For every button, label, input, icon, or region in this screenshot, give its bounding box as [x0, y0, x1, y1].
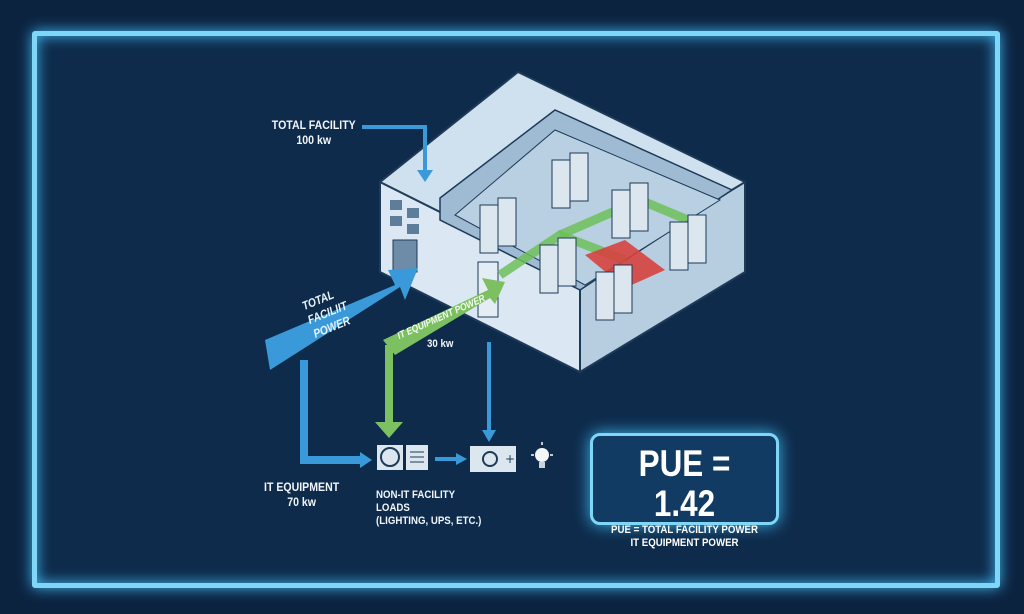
total-facility-power-arrow[interactable] [265, 268, 418, 370]
total-facility-pointer [362, 125, 427, 172]
svg-text:+: + [505, 452, 515, 466]
cooling-unit-icon [377, 445, 428, 470]
non-it-loads-label: NON-IT FACILITY LOADS (LIGHTING, UPS, ET… [376, 489, 481, 528]
non-it-line2: LOADS [376, 502, 410, 514]
pue-card: PUE = 1.42 PUE = TOTAL FACILITY POWER IT… [590, 433, 779, 549]
it-equipment-power-arrow[interactable] [383, 278, 505, 355]
it-arrow-value: 30 kw [427, 338, 454, 350]
pue-formula-numerator: PUE = TOTAL FACILITY POWER [611, 524, 758, 536]
it-equipment-value: 70 kw [287, 495, 316, 509]
non-it-line3: (LIGHTING, UPS, ETC.) [376, 515, 482, 527]
pue-formula-denominator: IT EQUIPMENT POWER [630, 537, 739, 549]
total-facility-label: TOTAL FACILITY 100 kw [268, 118, 360, 148]
server-racks [479, 152, 707, 321]
pue-value: PUE = 1.42 [638, 443, 731, 524]
hot-zone [585, 240, 665, 288]
total-facility-title: TOTAL FACILITY [271, 118, 356, 132]
it-equipment-label: IT EQUIPMENT 70 kw [262, 480, 341, 510]
it-equipment-flow-line [300, 360, 362, 464]
ups-battery-icon: + [470, 446, 516, 472]
lightbulb-icon [531, 442, 553, 468]
total-facility-value: 100 kw [296, 133, 332, 147]
it-equipment-title: IT EQUIPMENT [264, 480, 340, 494]
non-it-line1: NON-IT FACILITY [376, 489, 456, 501]
